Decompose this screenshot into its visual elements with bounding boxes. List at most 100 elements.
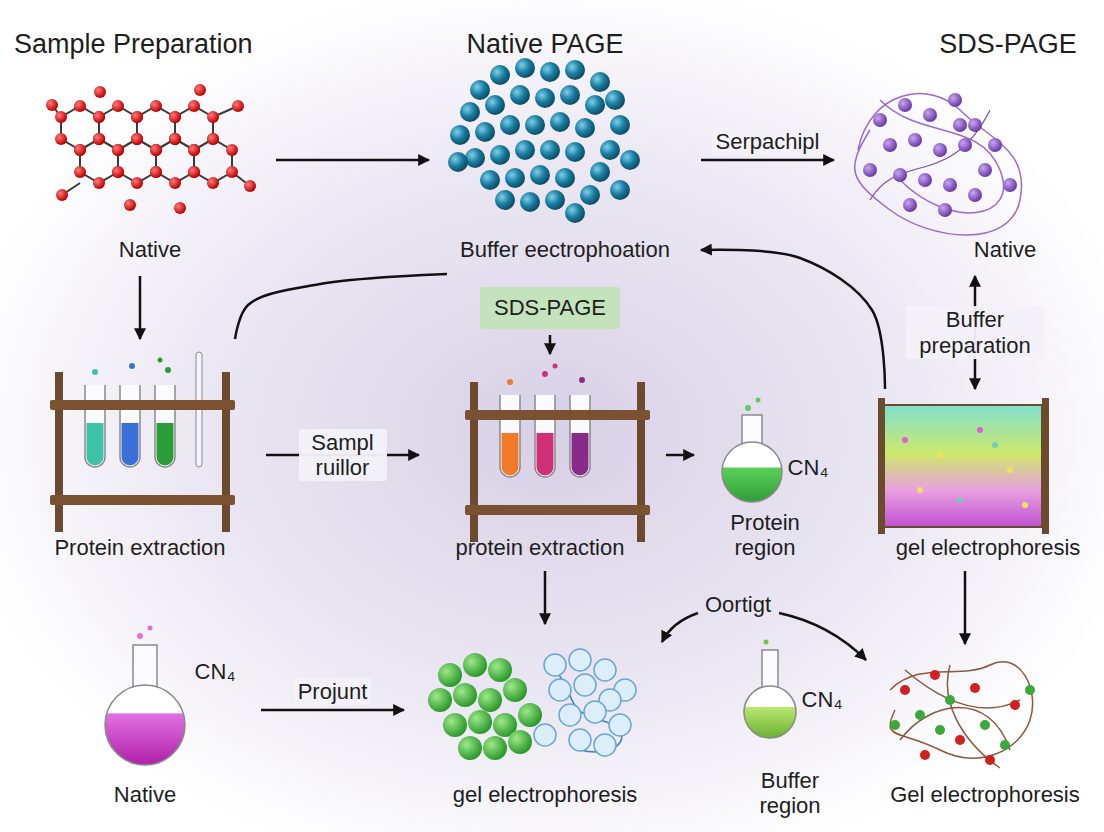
column-heading: Sample Preparation xyxy=(14,29,253,60)
purple-protein xyxy=(978,163,992,177)
gel-box xyxy=(878,398,1049,534)
test-tube-rack xyxy=(502,433,519,475)
test-tube-rack xyxy=(465,410,650,420)
blue-protein xyxy=(475,122,495,142)
formula-label: CN₄ xyxy=(802,687,843,712)
gel-box xyxy=(977,427,983,433)
step-label: Oortigt xyxy=(705,592,771,617)
tangled-molecule xyxy=(900,708,1010,751)
test-tube-rack xyxy=(120,385,140,467)
blue-protein xyxy=(610,180,630,200)
node-caption: Native xyxy=(974,237,1036,262)
leader-arrow xyxy=(662,613,698,642)
red-molecule xyxy=(112,133,162,189)
protein-complex xyxy=(443,713,467,737)
protein-complex xyxy=(428,649,636,760)
flow-arrow xyxy=(235,274,447,339)
test-tube-rack xyxy=(465,364,650,543)
protein-complex xyxy=(534,649,636,756)
purple-protein xyxy=(953,118,967,132)
purple-protein xyxy=(893,168,907,182)
tangled-molecule xyxy=(930,670,940,680)
blue-protein xyxy=(620,150,640,170)
blue-protein xyxy=(580,185,600,205)
test-tube-rack xyxy=(507,379,513,385)
protein-complex xyxy=(508,730,532,754)
test-tube-rack xyxy=(465,382,650,542)
blue-protein xyxy=(555,168,575,188)
tangled-molecule xyxy=(890,662,1035,768)
red-molecule xyxy=(56,189,68,201)
gel-box xyxy=(1042,398,1049,534)
box-label: SDS-PAGE xyxy=(494,295,606,320)
tangled-molecule xyxy=(1000,740,1010,750)
purple-protein xyxy=(968,188,982,202)
test-tube-rack xyxy=(129,363,135,369)
gel-box xyxy=(917,487,923,493)
blue-protein xyxy=(495,190,515,210)
purple-protein xyxy=(933,143,947,157)
protein-complex xyxy=(569,729,591,751)
red-molecule xyxy=(74,133,124,189)
purple-protein xyxy=(968,118,982,132)
node-caption: gel electrophoresis xyxy=(453,782,638,807)
purple-protein xyxy=(988,138,1002,152)
protein-complex xyxy=(483,736,507,760)
blue-protein xyxy=(450,125,470,145)
edge-label: Sampl ruillor xyxy=(299,429,387,482)
blue-protein xyxy=(480,170,500,190)
flask xyxy=(722,398,782,503)
protein-complex xyxy=(503,678,527,702)
blue-protein xyxy=(540,62,560,82)
flask xyxy=(745,405,751,411)
test-tube-rack xyxy=(50,352,235,532)
test-tube-rack xyxy=(157,423,174,465)
blue-protein xyxy=(575,118,595,138)
purple-protein xyxy=(943,178,957,192)
test-tube-rack xyxy=(165,367,171,373)
protein-complex xyxy=(458,736,482,760)
flow-arrow xyxy=(701,250,885,389)
illustration-node: Buffer eectrophoation xyxy=(435,55,695,270)
blue-protein xyxy=(515,140,535,160)
flask xyxy=(744,686,796,738)
purple-protein xyxy=(855,93,1022,235)
test-tube-rack xyxy=(87,423,104,465)
node-caption: Protein region xyxy=(715,510,815,561)
test-tube-rack xyxy=(570,395,590,477)
node-caption: protein extraction xyxy=(456,535,625,560)
formula-label: CN₄ xyxy=(195,659,236,684)
purple-protein xyxy=(870,110,990,200)
protein-complex xyxy=(428,688,452,712)
purple-protein xyxy=(948,93,962,107)
test-tube-rack xyxy=(92,369,98,375)
red-molecule xyxy=(124,199,136,211)
flask xyxy=(133,645,157,689)
illustration-node: protein extraction xyxy=(425,360,660,565)
blue-protein xyxy=(535,88,555,108)
purple-protein xyxy=(923,108,937,122)
protein-complex xyxy=(594,734,616,756)
blue-protein xyxy=(510,85,530,105)
leader-arrow xyxy=(662,613,866,660)
red-molecule xyxy=(150,133,200,189)
flask xyxy=(105,685,185,765)
test-tube-rack xyxy=(85,385,105,467)
edge-label: Buffer preparation xyxy=(906,306,1044,359)
node-caption: Native xyxy=(114,782,176,807)
gel-box xyxy=(1022,502,1028,508)
red-molecule xyxy=(244,180,256,192)
protein-complex xyxy=(559,704,581,726)
blue-protein xyxy=(485,95,505,115)
blue-protein xyxy=(600,140,620,160)
tangled-molecule xyxy=(1025,685,1035,695)
flask xyxy=(762,650,778,690)
flow-arrow xyxy=(261,709,404,712)
protein-complex xyxy=(584,701,606,723)
tangled-molecule xyxy=(900,685,910,695)
blue-protein xyxy=(530,165,550,185)
node-caption: Gel electrophoresis xyxy=(890,782,1080,807)
purple-protein xyxy=(903,198,917,212)
test-tube-rack xyxy=(579,377,585,383)
